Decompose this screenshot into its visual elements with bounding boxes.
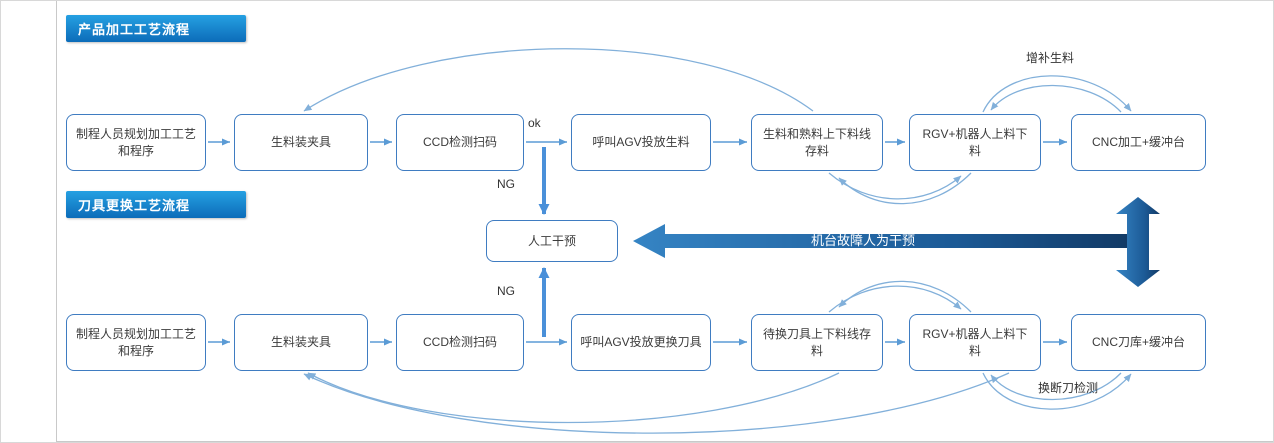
label-tool-break-check: 换断刀检测 bbox=[1038, 381, 1099, 395]
node-bottom-fixture: 生料装夹具 bbox=[234, 314, 368, 371]
node-bottom-agv: 呼叫AGV投放更换刀具 bbox=[571, 314, 711, 371]
node-manual-intervention: 人工干预 bbox=[486, 220, 618, 262]
node-bottom-plan: 制程人员规划加工工艺和程序 bbox=[66, 314, 206, 371]
banner-product-flow: 产品加工工艺流程 bbox=[66, 15, 246, 42]
label-replenish: 增补生料 bbox=[1025, 51, 1074, 65]
big-arrow-label: 机台故障人为干预 bbox=[810, 233, 915, 248]
slide-edge-bottom bbox=[56, 441, 1273, 442]
node-top-cnc: CNC加工+缓冲台 bbox=[1071, 114, 1206, 171]
node-top-plan: 制程人员规划加工工艺和程序 bbox=[66, 114, 206, 171]
node-top-ccd: CCD检测扫码 bbox=[396, 114, 524, 171]
label-ng-bottom: NG bbox=[497, 284, 515, 298]
node-bottom-rgv: RGV+机器人上料下料 bbox=[909, 314, 1041, 371]
big-fault-arrow bbox=[633, 197, 1160, 287]
slide-edge-left bbox=[56, 1, 57, 442]
label-ok: ok bbox=[528, 116, 541, 130]
banner-tool-flow: 刀具更换工艺流程 bbox=[66, 191, 246, 218]
node-bottom-cnc: CNC刀库+缓冲台 bbox=[1071, 314, 1206, 371]
node-top-agv: 呼叫AGV投放生料 bbox=[571, 114, 711, 171]
node-top-buffer-line: 生料和熟料上下料线存料 bbox=[751, 114, 883, 171]
node-bottom-ccd: CCD检测扫码 bbox=[396, 314, 524, 371]
node-bottom-buffer-line: 待换刀具上下料线存料 bbox=[751, 314, 883, 371]
node-top-fixture: 生料装夹具 bbox=[234, 114, 368, 171]
label-ng-top: NG bbox=[497, 177, 515, 191]
node-top-rgv: RGV+机器人上料下料 bbox=[909, 114, 1041, 171]
feedback-curves bbox=[303, 48, 1132, 434]
